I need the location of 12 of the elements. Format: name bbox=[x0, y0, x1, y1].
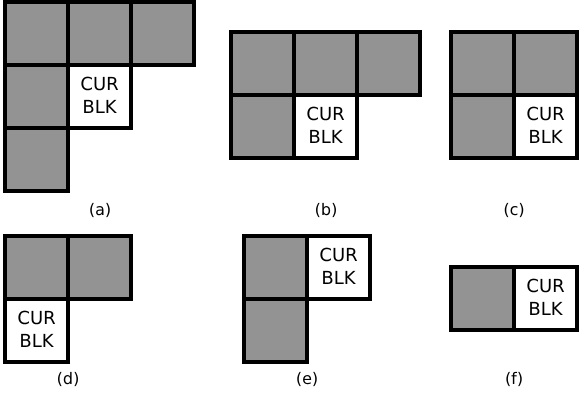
subfigure-label: (b) bbox=[314, 200, 338, 219]
cell-label: CUR BLK bbox=[16, 308, 57, 353]
cell-label: CUR BLK bbox=[318, 245, 359, 290]
cell-label: CUR BLK bbox=[79, 74, 120, 119]
subfigure-label: (e) bbox=[296, 369, 318, 388]
cell-label: CUR BLK bbox=[525, 104, 566, 149]
subfigure-label: (a) bbox=[88, 200, 112, 219]
subfigure-label: (d) bbox=[56, 369, 80, 388]
subfigure-label: (c) bbox=[503, 200, 525, 219]
cell-label: CUR BLK bbox=[525, 276, 566, 321]
cell-label: CUR BLK bbox=[305, 104, 346, 149]
subfigure-label: (f) bbox=[504, 369, 524, 388]
